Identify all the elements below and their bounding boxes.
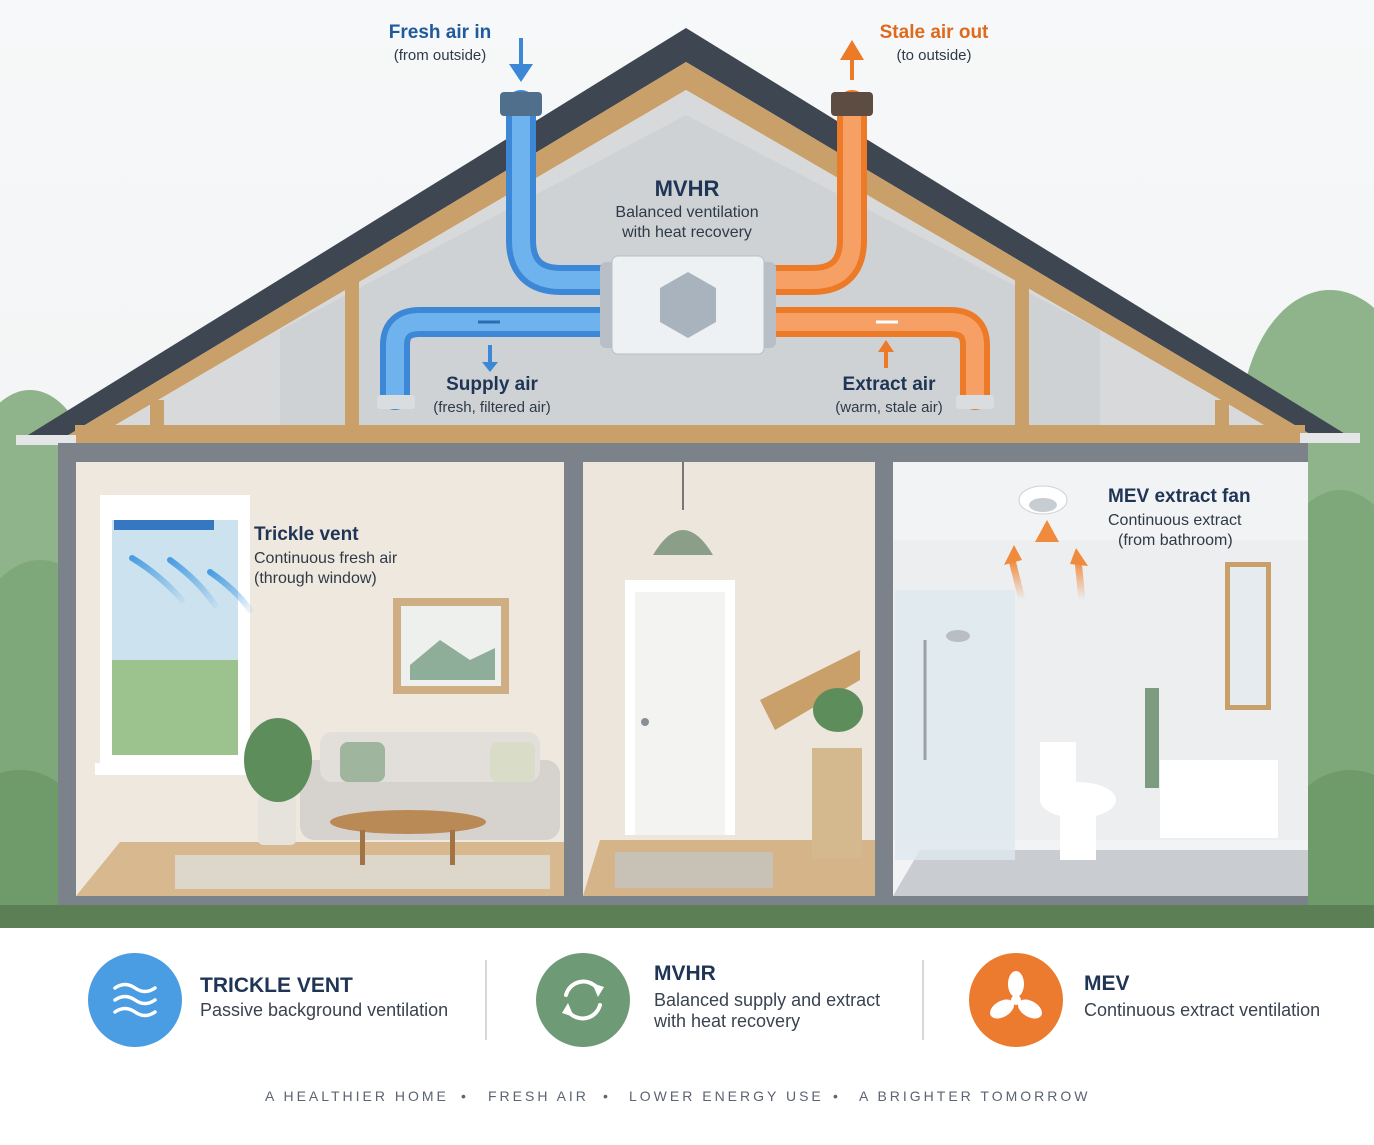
staircase [760,650,860,730]
legend-mvhr-circle [536,953,630,1047]
pendant-lamp [653,530,713,555]
mvhr-unit [600,255,776,355]
trickle-vent-title: Trickle vent [254,524,359,545]
plant-pot [258,795,296,845]
mvhr-title: MVHR [654,176,720,201]
fresh-air-vent-cowl [500,92,542,116]
legend-divider [922,960,924,1040]
tagline-item: LOWER ENERGY USE [629,1088,824,1104]
legend-mev-title: MEV [1084,972,1130,995]
supply-air-title: Supply air [446,374,538,395]
extract-grille [956,395,994,409]
legend-mvhr-desc-line2: with heat recovery [654,1011,801,1031]
mev-fan-line1: Continuous extract [1108,512,1242,529]
legend-trickle-vent-circle [88,953,182,1047]
trickle-vent-strip [114,520,214,530]
legend-mev-circle [969,953,1063,1047]
tagline-separator: • [461,1088,466,1104]
tagline-separator: • [833,1088,838,1104]
mev-fan-line2: (from bathroom) [1118,532,1233,549]
mev-fan-title: MEV extract fan [1108,486,1251,507]
legend-mev-desc: Continuous extract ventilation [1084,1000,1321,1020]
stale-air-out-title: Stale air out [879,22,989,43]
mvhr-line1: Balanced ventilation [615,204,759,221]
towel [1145,688,1159,788]
mev-arrow-head [1035,520,1059,542]
stale-air-vent-cowl [831,92,873,116]
tagline-item: FRESH AIR [488,1088,589,1104]
tagline-separator: • [603,1088,608,1104]
recycle-arrows-icon [562,979,604,1021]
attic-arrows [478,38,898,372]
extract-air-subtitle: (warm, stale air) [835,399,943,416]
tagline-item: A BRIGHTER TOMORROW [859,1088,1091,1104]
legend-trickle-vent-title: TRICKLE VENT [200,974,353,997]
supply-diffuser [377,395,415,409]
mev-airflow-icon [1008,536,1086,619]
stale-air-out-subtitle: (to outside) [896,47,972,64]
fresh-air-in-subtitle: (from outside) [393,47,487,64]
extract-air-title: Extract air [842,374,936,395]
ducts [380,90,990,410]
tagline-item: A HEALTHIER HOME [265,1088,449,1104]
fan-icon [990,971,1042,1019]
trickle-vent-line2: (through window) [254,570,377,587]
fresh-air-in-title: Fresh air in [388,22,492,43]
legend-mvhr-desc-line1: Balanced supply and extract [654,990,881,1010]
legend-mvhr-title: MVHR [654,962,716,985]
house-walls [58,443,1308,925]
coffee-table [330,810,486,834]
legend-panel [0,928,1374,1145]
mvhr-line2: with heat recovery [622,224,752,241]
trickle-vent-airflow-icon [129,555,253,613]
waves-icon [113,982,157,1018]
legend-trickle-vent-desc: Passive background ventilation [200,1000,449,1020]
trickle-vent-line1: Continuous fresh air [254,550,398,567]
vanity [1160,760,1278,838]
supply-air-subtitle: (fresh, filtered air) [433,399,551,416]
heat-exchanger-icon [660,272,716,338]
legend-divider [485,960,487,1040]
ground [0,905,1374,931]
